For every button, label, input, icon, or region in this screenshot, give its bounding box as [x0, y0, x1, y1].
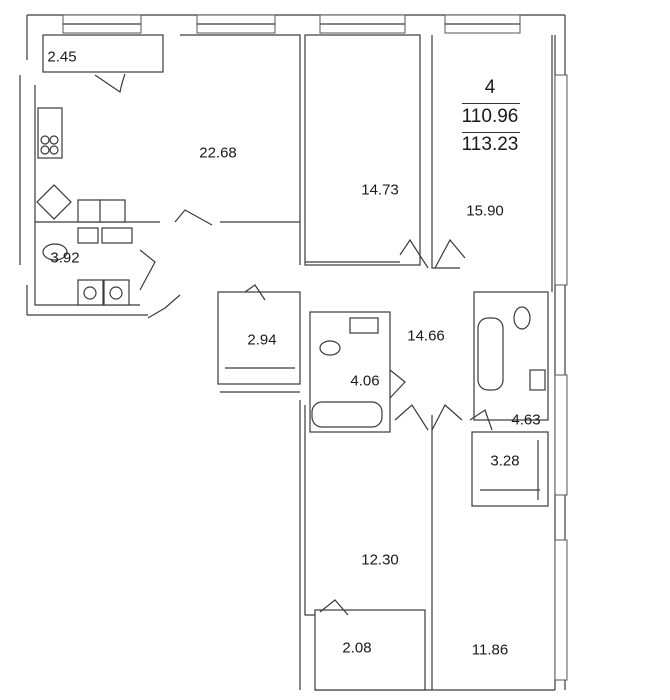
- windows: [62, 14, 568, 681]
- room-area-label: 22.68: [199, 144, 237, 162]
- room-area-label: 15.90: [466, 202, 504, 220]
- wardrobe-shelves: [225, 367, 540, 500]
- divider: [462, 103, 520, 104]
- room-area-label: 2.45: [47, 48, 77, 66]
- rooms-count: 4: [484, 77, 496, 98]
- room-area-label: 2.94: [247, 331, 277, 349]
- bathtub-icon-right: [477, 317, 504, 391]
- room-area-label: 2.08: [342, 639, 372, 657]
- room-area-label: 4.06: [350, 372, 380, 390]
- room-area-label: 4.63: [511, 411, 541, 429]
- divider: [462, 132, 520, 133]
- washbasin-icon: [77, 227, 99, 244]
- doors: [94, 73, 493, 616]
- fixtures: [36, 107, 546, 500]
- washer-icon: [77, 279, 104, 306]
- room-area-label: 14.73: [361, 181, 399, 199]
- room-area-label: 3.92: [50, 249, 80, 267]
- bathtub-icon: [311, 401, 383, 428]
- living-area: 110.96: [461, 106, 519, 127]
- room-area-label: 11.86: [471, 641, 509, 659]
- room-area-label: 3.28: [490, 452, 520, 470]
- total-area: 113.23: [461, 134, 519, 155]
- sink-icon: [36, 184, 72, 220]
- room-area-label: 14.66: [407, 327, 445, 345]
- room-area-label: 12.30: [361, 551, 399, 569]
- toilet-icon: [42, 243, 68, 261]
